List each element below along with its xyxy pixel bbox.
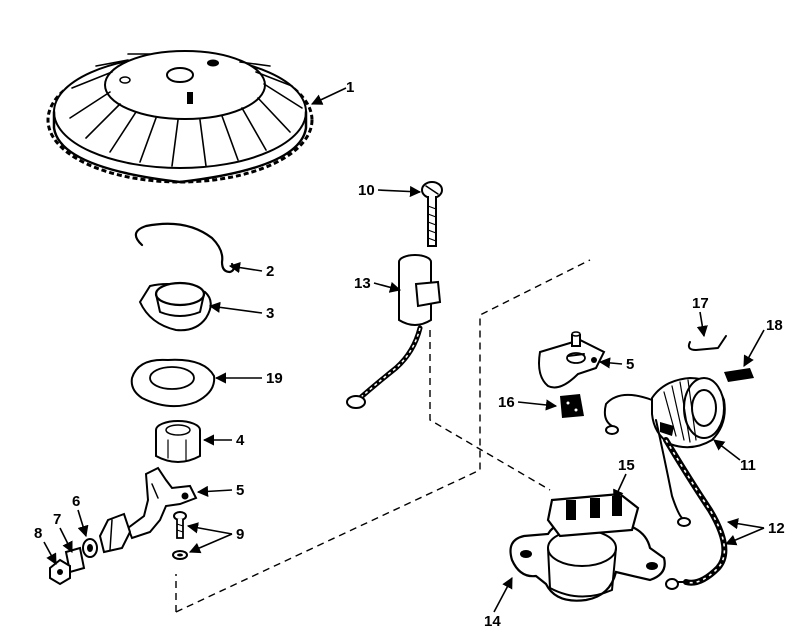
contact-bracket <box>98 512 132 554</box>
label-part-11: 11 <box>740 457 756 474</box>
label-part-16: 16 <box>498 394 515 411</box>
label-part-13: 13 <box>354 275 371 292</box>
label-part-19: 19 <box>266 370 283 387</box>
flywheel <box>46 50 314 184</box>
label-part-6: 6 <box>72 493 80 510</box>
label-part-1: 1 <box>346 79 354 96</box>
felt-pad <box>560 394 584 418</box>
label-part-5-left: 5 <box>236 482 244 499</box>
leader-lines <box>43 87 765 613</box>
label-part-17: 17 <box>692 295 709 312</box>
condenser-screw <box>421 181 443 247</box>
label-part-5-right: 5 <box>626 356 634 373</box>
spring-clip <box>134 222 235 274</box>
label-part-7: 7 <box>53 511 61 528</box>
label-part-2: 2 <box>266 263 274 280</box>
label-part-3: 3 <box>266 305 274 322</box>
label-part-9: 9 <box>236 526 244 543</box>
spring-wire <box>687 335 727 351</box>
label-part-14: 14 <box>484 613 501 630</box>
hex-nut <box>49 558 71 586</box>
high-tension-lead <box>655 419 728 590</box>
assembly-guide-lines <box>175 259 591 613</box>
breaker-plate <box>538 331 606 389</box>
label-part-15: 15 <box>618 457 635 474</box>
washer <box>82 538 98 558</box>
armature-bracket <box>509 492 666 602</box>
ignition-coil <box>603 376 726 449</box>
label-part-4: 4 <box>236 432 245 449</box>
part-labels: 1 2 3 19 4 5 9 6 7 8 10 13 5 16 17 18 11… <box>34 79 785 630</box>
label-part-8: 8 <box>34 525 42 542</box>
breaker-arm <box>126 466 198 540</box>
screw <box>172 511 188 560</box>
cam-seal <box>138 281 212 332</box>
bushing <box>155 420 201 463</box>
label-part-10: 10 <box>358 182 375 199</box>
label-part-12: 12 <box>768 520 785 537</box>
terminal-clip <box>724 368 754 382</box>
condenser <box>346 254 442 409</box>
dust-cover <box>130 358 216 408</box>
label-part-18: 18 <box>766 317 783 334</box>
